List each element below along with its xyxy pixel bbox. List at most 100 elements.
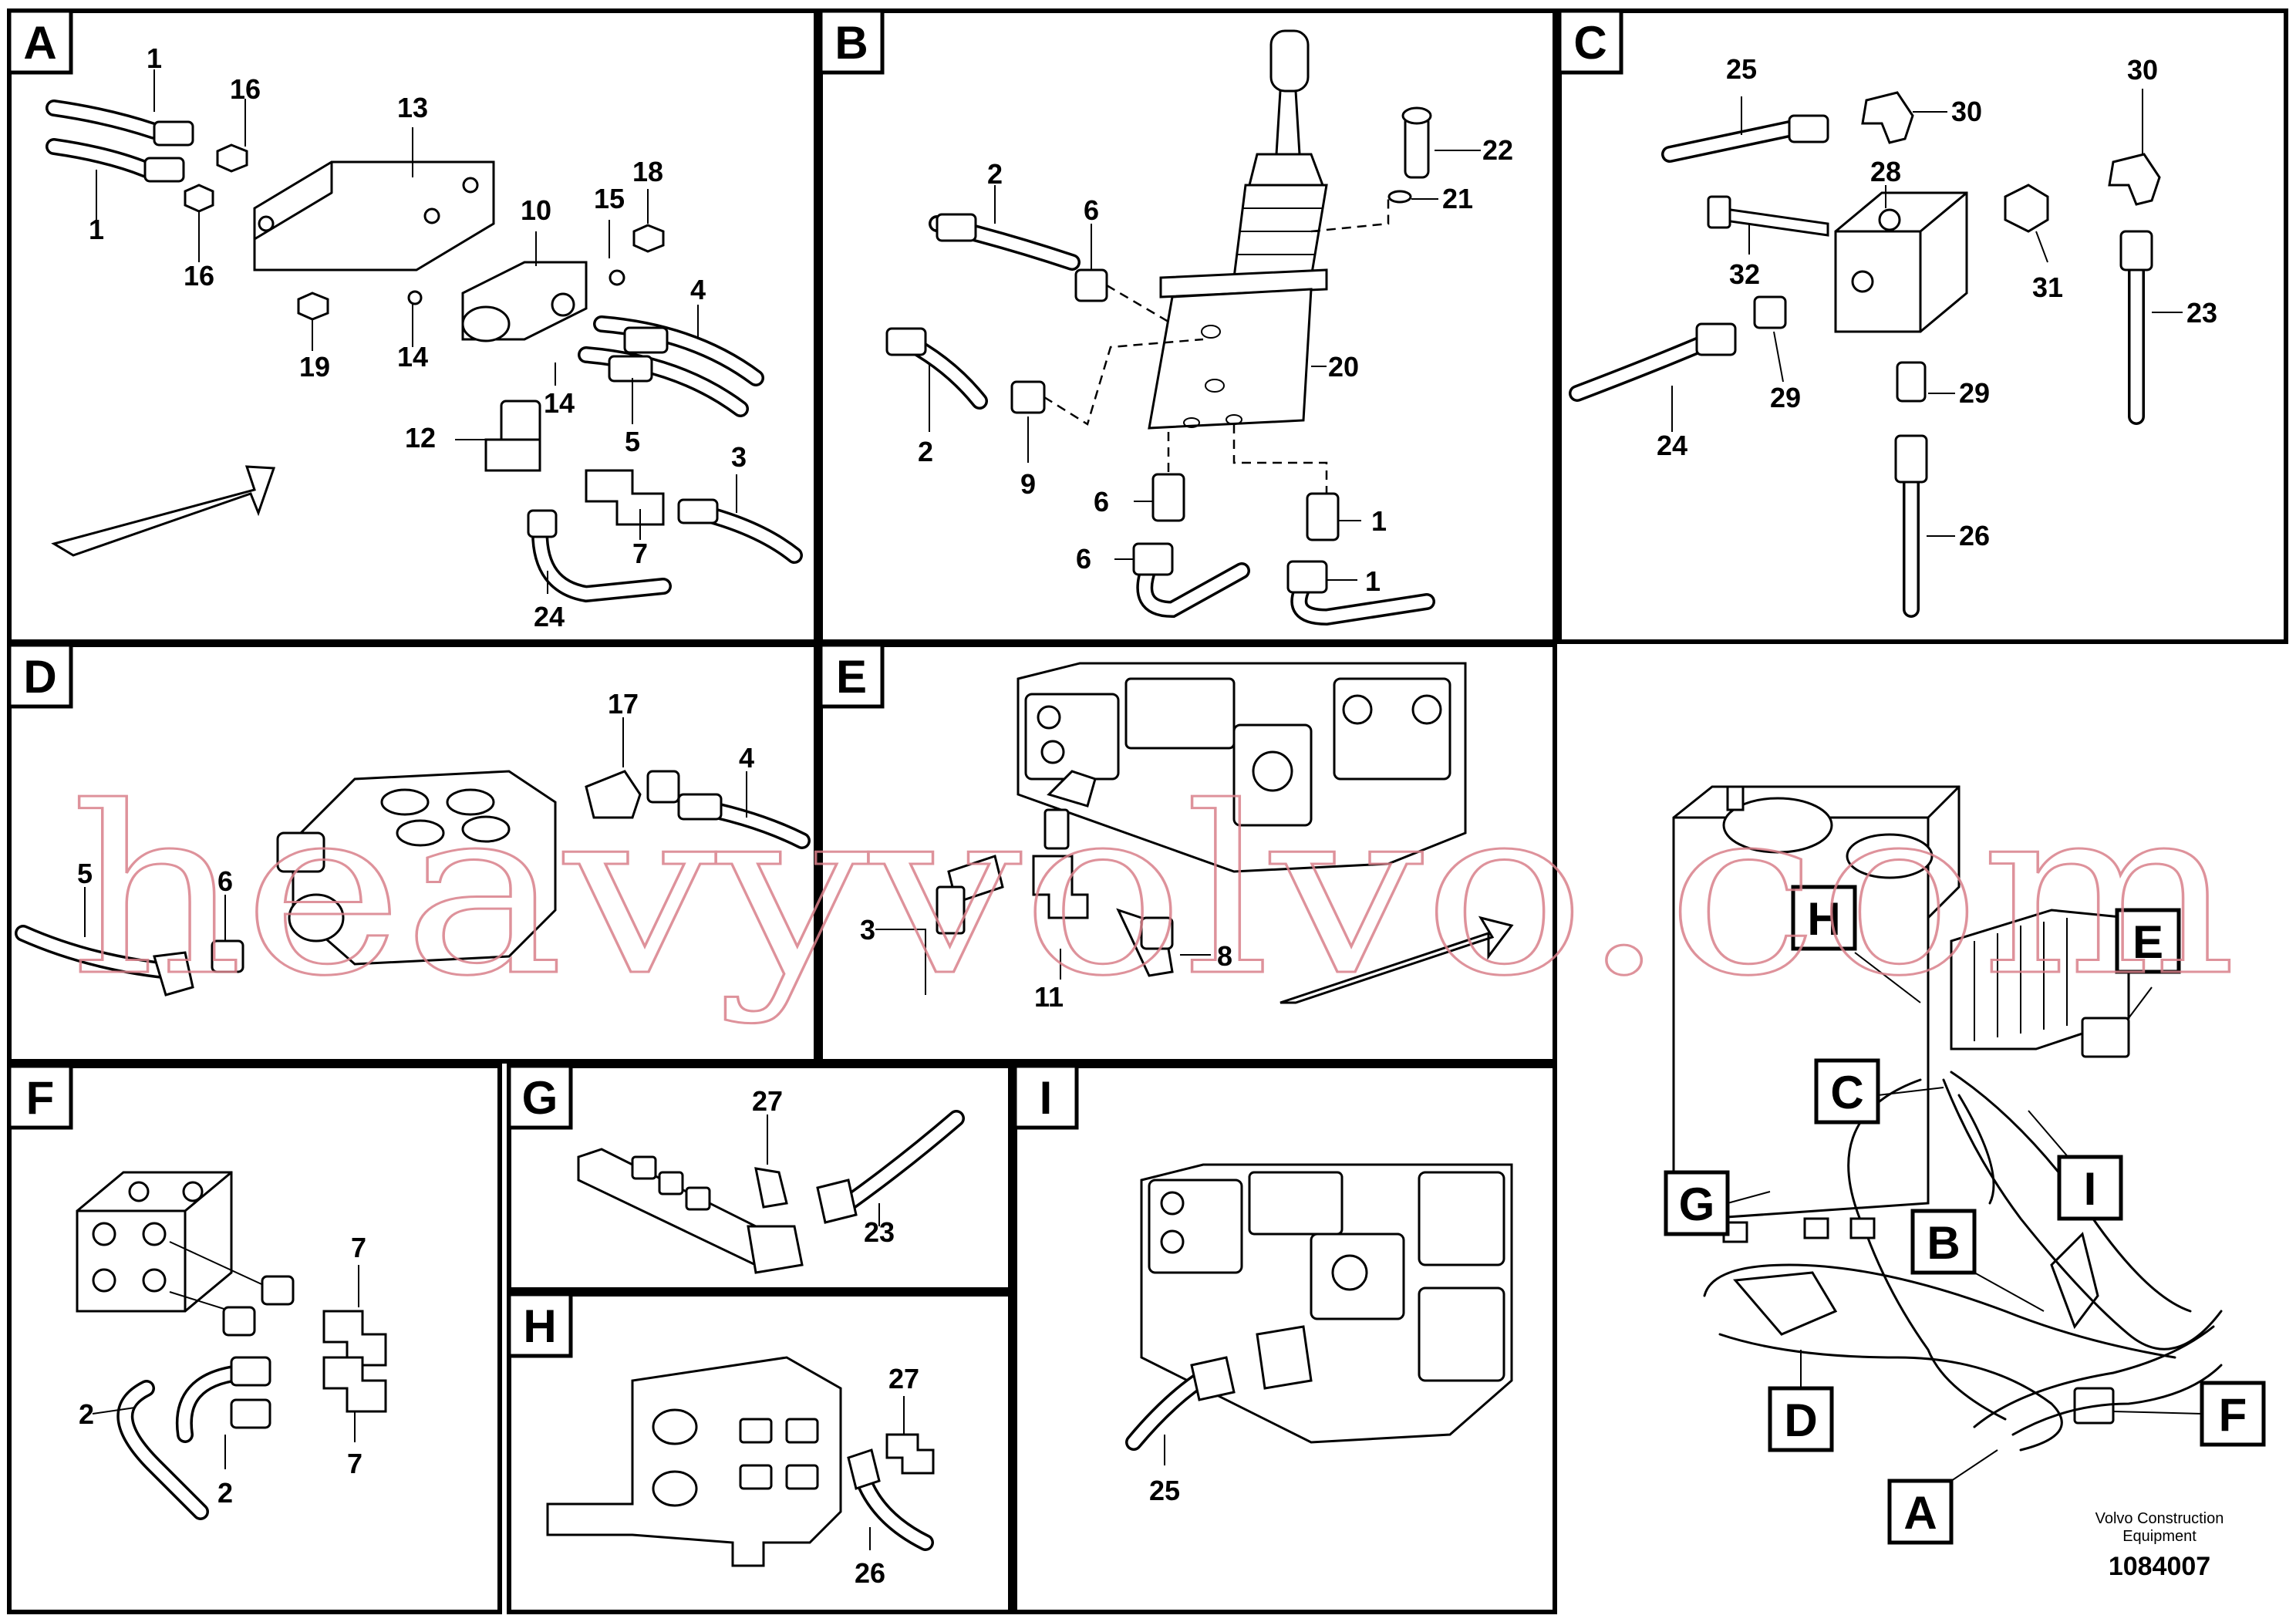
callout: 26	[855, 1557, 885, 1589]
caption-line2: Equipment	[2122, 1528, 2197, 1545]
panel-e-frame	[818, 642, 1557, 1064]
panel-a-drawing	[46, 69, 803, 603]
panel-e-drawing	[875, 662, 1514, 1004]
callout: 1	[1365, 565, 1381, 597]
callout: 3	[860, 914, 875, 946]
callout: 16	[230, 73, 261, 105]
callout: 7	[632, 538, 648, 569]
caption: Volvo Construction Equipment 1084007	[2095, 1510, 2224, 1581]
panel-f-drawing	[76, 1171, 387, 1520]
callout: 19	[299, 351, 330, 383]
panel-f-frame	[7, 1064, 502, 1614]
panel-c-drawing	[1569, 89, 2183, 618]
callout: 13	[397, 92, 428, 123]
panel-f-letter: F	[26, 1072, 55, 1124]
callout: 6	[1094, 486, 1109, 518]
panel-c-frame	[1557, 8, 2288, 644]
callout: 1	[89, 214, 104, 245]
panel-b-frame	[818, 8, 1557, 644]
panel-b-callouts: 2 6 2 9 22 21 20 6 1 6 1	[918, 134, 1513, 597]
callout: 4	[690, 274, 706, 305]
callout: 21	[1442, 183, 1473, 214]
callout: 32	[1729, 258, 1760, 290]
callout: 7	[347, 1448, 362, 1479]
callout: 1	[1371, 505, 1387, 537]
callout: 5	[77, 858, 93, 889]
callout: 10	[521, 194, 551, 226]
panel-d-letter: D	[23, 651, 56, 703]
panel-a-frame	[7, 8, 818, 644]
overview-drawing	[1672, 785, 2223, 1482]
panel-d-frame	[7, 642, 818, 1064]
callout: 18	[632, 156, 663, 187]
callout: 20	[1328, 351, 1359, 383]
callout: 6	[1076, 543, 1091, 575]
panel-d-callouts: 17 4 5 6	[77, 688, 754, 897]
callout: 23	[2186, 297, 2217, 329]
callout: 29	[1770, 382, 1801, 413]
caption-line1: Volvo Construction	[2095, 1510, 2224, 1527]
callout: 28	[1870, 156, 1901, 187]
panel-h-drawing	[546, 1356, 935, 1567]
panel-b-drawing	[885, 29, 1481, 626]
panel-letters: A B C D E F G H I	[7, 8, 1623, 1358]
callout: 30	[1951, 96, 1982, 127]
callout: 2	[987, 158, 1003, 190]
callout: 25	[1149, 1475, 1180, 1506]
panel-i-letter: I	[1040, 1072, 1053, 1124]
panel-b-letter: B	[834, 17, 868, 69]
panel-h-letter: H	[523, 1300, 556, 1352]
panel-frames	[7, 8, 2288, 1614]
panel-i-drawing	[1125, 1163, 1513, 1465]
overview-label-b: B	[1927, 1217, 1960, 1269]
overview-label-g: G	[1679, 1179, 1715, 1230]
callout: 24	[1657, 430, 1687, 461]
callout: 6	[1084, 194, 1099, 226]
overview-label-c: C	[1830, 1067, 1863, 1118]
callout: 16	[184, 260, 214, 292]
panel-i-frame	[1013, 1064, 1557, 1614]
overview-labels: H E C I G B D F A	[1664, 885, 2266, 1545]
panel-h-frame	[507, 1292, 1013, 1614]
panel-a-letter: A	[23, 17, 56, 69]
callout: 14	[544, 387, 575, 419]
callout: 17	[608, 688, 639, 720]
document-number: 1084007	[2109, 1552, 2210, 1581]
callout: 1	[147, 42, 162, 74]
callout: 3	[731, 441, 747, 473]
callout: 2	[918, 436, 933, 467]
callout: 9	[1020, 468, 1036, 500]
overview-label-a: A	[1903, 1487, 1937, 1539]
panel-g-frame	[507, 1064, 1013, 1292]
callout: 6	[217, 865, 233, 897]
callout: 12	[405, 422, 436, 454]
panel-h-callouts: 27 26	[855, 1363, 919, 1589]
panel-g-drawing	[577, 1110, 965, 1274]
callout: 14	[397, 341, 428, 373]
callout: 5	[625, 426, 640, 457]
panel-f-callouts: 7 2 7 2	[79, 1232, 366, 1509]
callout: 24	[534, 601, 565, 632]
panel-c-callouts: 25 30 30 28 32 31 23 24 29 29 26	[1657, 53, 2217, 551]
callout: 31	[2032, 271, 2063, 303]
callout: 15	[594, 183, 625, 214]
panel-d-drawing	[15, 717, 811, 996]
overview-label-h: H	[1807, 893, 1840, 945]
overview-label-d: D	[1784, 1394, 1817, 1446]
callout: 30	[2127, 54, 2158, 86]
callout: 23	[864, 1216, 895, 1248]
callout: 7	[351, 1232, 366, 1263]
callout: 8	[1217, 940, 1232, 972]
callout: 11	[1034, 981, 1064, 1013]
callout: 2	[79, 1398, 94, 1430]
callout: 22	[1482, 134, 1513, 166]
callout: 4	[739, 742, 754, 774]
watermark-text: heavyvolvo.com	[69, 757, 2237, 1027]
callout: 29	[1959, 377, 1990, 409]
panel-i-callouts: 25	[1149, 1475, 1180, 1506]
overview-label-e: E	[2132, 916, 2163, 968]
panel-e-callouts: 3 11 8	[860, 914, 1232, 1013]
callout: 26	[1959, 520, 1990, 551]
